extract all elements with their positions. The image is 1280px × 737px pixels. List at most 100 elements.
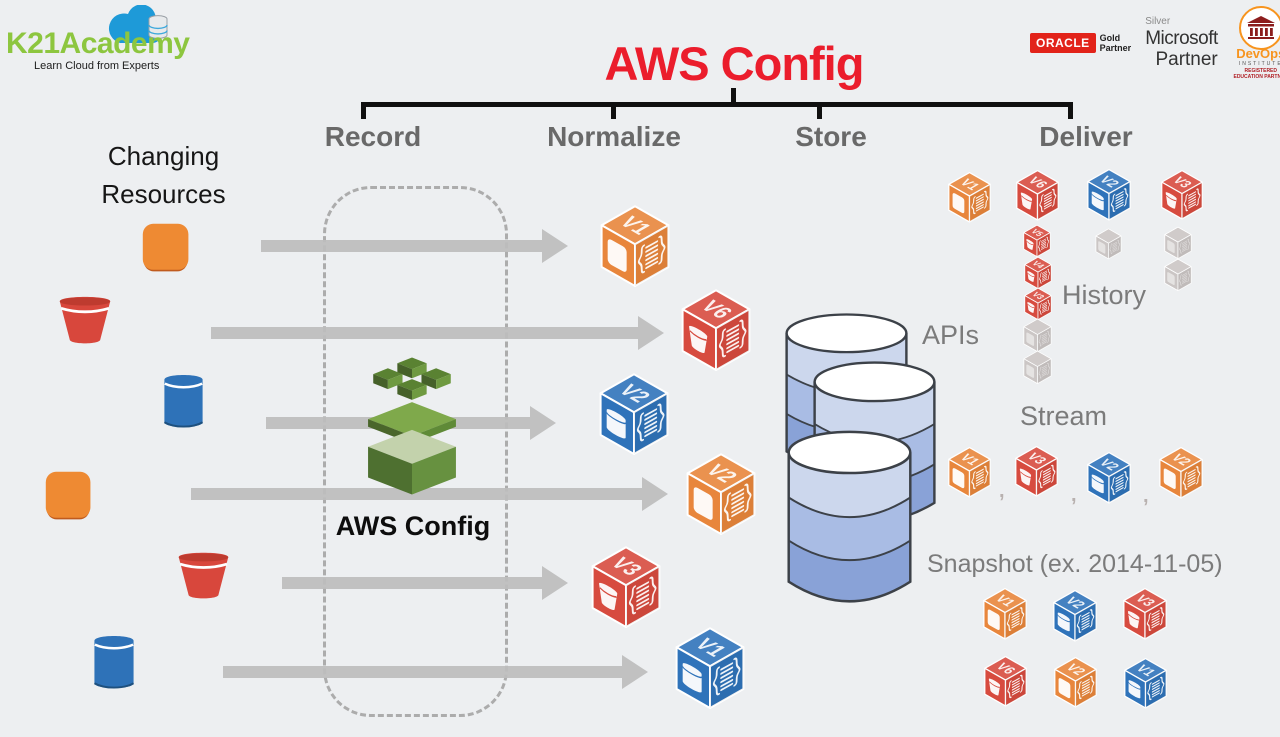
snapshot-label: Snapshot (ex. 2014-11-05) xyxy=(927,550,1223,578)
k21academy-wordmark: K21Academy xyxy=(6,27,190,60)
page-title: AWS Config xyxy=(604,37,865,90)
microsoft-wordmark: Microsoft xyxy=(1145,28,1218,49)
config-database-cylinder xyxy=(787,430,912,603)
svg-text:V1: V1 xyxy=(992,593,1020,609)
svg-text:V1: V1 xyxy=(956,452,983,467)
svg-text:V6: V6 xyxy=(1024,175,1051,190)
changing-resources-label: Changing Resources xyxy=(101,141,226,209)
version-cube-v3: V3 xyxy=(1024,287,1052,320)
column-header-normalize: Normalize xyxy=(547,121,681,152)
devops-institute-logo: DevOps INSTITUTE REGISTERED EDUCATION PA… xyxy=(1232,6,1280,80)
svg-text:V1: V1 xyxy=(689,635,732,660)
version-cube xyxy=(1095,228,1122,260)
version-cube xyxy=(1164,226,1192,259)
svg-text:V2: V2 xyxy=(1062,662,1089,677)
version-cube-v2: V2 xyxy=(599,373,669,455)
svg-text:V2: V2 xyxy=(1062,595,1089,611)
k21academy-logo: K21Academy Learn Cloud from Experts xyxy=(4,5,219,79)
oracle-tier: Gold xyxy=(1099,33,1121,43)
cloud-database-icon xyxy=(108,5,168,44)
version-cube-v1: V1 xyxy=(948,171,991,223)
version-cube-v3: V3 xyxy=(1123,587,1167,640)
bracket-tick-record xyxy=(361,102,366,119)
version-cube-v2: V2 xyxy=(1087,168,1131,221)
devops-registered-label: REGISTERED EDUCATION PARTNER xyxy=(1233,68,1280,80)
version-cube-v2: V2 xyxy=(1054,656,1097,708)
microsoft-tier: Silver xyxy=(1145,16,1171,27)
separator-mark: , xyxy=(1071,484,1077,506)
svg-text:V3: V3 xyxy=(1023,451,1050,466)
svg-text:V3: V3 xyxy=(605,554,648,579)
oracle-gold-partner-logo: ORACLE Gold Partner xyxy=(1030,33,1131,53)
resource-bucket xyxy=(178,552,229,599)
aws-config-label: AWS Config xyxy=(335,511,491,541)
version-cube-v2: V2 xyxy=(686,453,756,535)
version-cube-v1: V1 xyxy=(1124,657,1167,709)
version-cube-v3: V3 xyxy=(1161,170,1203,220)
version-cube-v6: V6 xyxy=(681,289,751,371)
svg-text:V1: V1 xyxy=(1132,663,1159,678)
version-cube xyxy=(1023,318,1052,353)
svg-text:V2: V2 xyxy=(1096,457,1123,473)
oracle-wordmark: ORACLE xyxy=(1030,33,1096,53)
svg-text:V6: V6 xyxy=(695,297,738,322)
resource-cylinder xyxy=(93,636,135,689)
devops-wordmark: DevOps xyxy=(1236,46,1280,61)
svg-text:V6: V6 xyxy=(992,661,1019,676)
svg-text:V2: V2 xyxy=(700,461,743,486)
resource-bucket xyxy=(59,296,111,344)
version-cube-v2: V2 xyxy=(1159,446,1203,499)
column-header-deliver: Deliver xyxy=(1039,121,1133,152)
history-label: History xyxy=(1062,280,1147,310)
resource-cylinder xyxy=(163,375,204,428)
version-cube-v3: V3 xyxy=(591,546,661,628)
bracket-tick-normalize xyxy=(611,102,616,119)
column-header-record: Record xyxy=(324,121,422,152)
column-header-store: Store xyxy=(795,121,867,152)
config-database-cylinder xyxy=(785,313,908,471)
separator-mark: , xyxy=(1143,485,1149,507)
version-cube-v6: V6 xyxy=(1016,169,1059,221)
version-cube-v4: V4 xyxy=(1024,256,1052,289)
version-cube-v1: V1 xyxy=(675,627,745,709)
svg-text:V3: V3 xyxy=(1132,593,1159,609)
microsoft-silver-partner-logo: Silver Microsoft Partner xyxy=(1145,16,1218,70)
aws-config-icon xyxy=(368,357,456,495)
version-cube xyxy=(1164,258,1192,291)
microsoft-partner-label: Partner xyxy=(1155,49,1218,70)
svg-text:V1: V1 xyxy=(614,213,657,238)
resource-square xyxy=(142,223,189,272)
oracle-partner-label: Partner xyxy=(1099,43,1132,53)
version-cube-v1: V1 xyxy=(983,587,1027,640)
version-cube-v2: V2 xyxy=(1087,451,1131,504)
bracket-tick-deliver xyxy=(1068,102,1073,119)
devops-temple-icon xyxy=(1238,6,1280,50)
bracket-tick-store xyxy=(817,102,822,119)
apis-label: APIs xyxy=(922,320,980,350)
partner-logos: ORACLE Gold Partner Silver Microsoft Par… xyxy=(1030,6,1280,80)
resource-square xyxy=(45,471,91,520)
bracket-bar xyxy=(361,102,1073,107)
version-cube-v1: V1 xyxy=(600,205,670,287)
aws-config-top-cubes xyxy=(373,357,451,400)
svg-text:V4: V4 xyxy=(1030,259,1048,269)
version-cube-v1: V1 xyxy=(948,446,991,498)
version-cube xyxy=(1023,350,1052,385)
separator-mark: , xyxy=(999,480,1005,502)
svg-text:V2: V2 xyxy=(613,381,656,406)
svg-text:V2: V2 xyxy=(1096,174,1123,190)
version-cube-v5: V5 xyxy=(1023,224,1051,257)
svg-text:V1: V1 xyxy=(956,177,983,192)
svg-text:V3: V3 xyxy=(1169,174,1196,189)
bracket-stem xyxy=(731,88,736,105)
version-cube-v6: V6 xyxy=(984,655,1027,707)
svg-text:V5: V5 xyxy=(1029,227,1047,237)
version-cube-v2: V2 xyxy=(1053,589,1097,642)
svg-text:V2: V2 xyxy=(1168,452,1195,468)
